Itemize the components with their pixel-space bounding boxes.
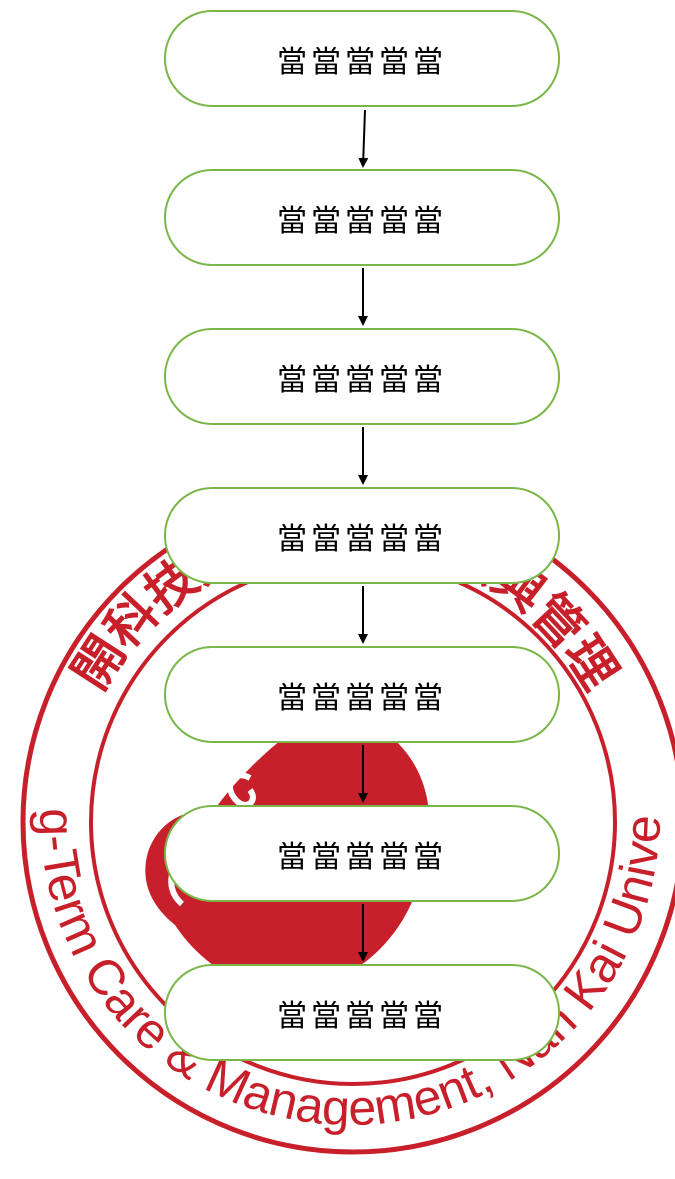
flow-node-2-label: 當當當當當 bbox=[277, 203, 447, 239]
flow-node-6-label: 當當當當當 bbox=[277, 839, 447, 875]
flow-node-4-label: 當當當當當 bbox=[277, 521, 447, 557]
flow-node-7-label: 當當當當當 bbox=[277, 998, 447, 1034]
flow-node-5-label: 當當當當當 bbox=[277, 680, 447, 716]
flow-node-6: 當當當當當 bbox=[164, 805, 560, 902]
flow-node-5: 當當當當當 bbox=[164, 646, 560, 743]
flow-node-2: 當當當當當 bbox=[164, 169, 560, 266]
flow-node-1: 當當當當當 bbox=[164, 10, 560, 107]
flow-node-3: 當當當當當 bbox=[164, 328, 560, 425]
flow-node-4: 當當當當當 bbox=[164, 487, 560, 584]
flow-node-1-label: 當當當當當 bbox=[277, 44, 447, 80]
flow-node-7: 當當當當當 bbox=[164, 964, 560, 1061]
flow-node-3-label: 當當當當當 bbox=[277, 362, 447, 398]
